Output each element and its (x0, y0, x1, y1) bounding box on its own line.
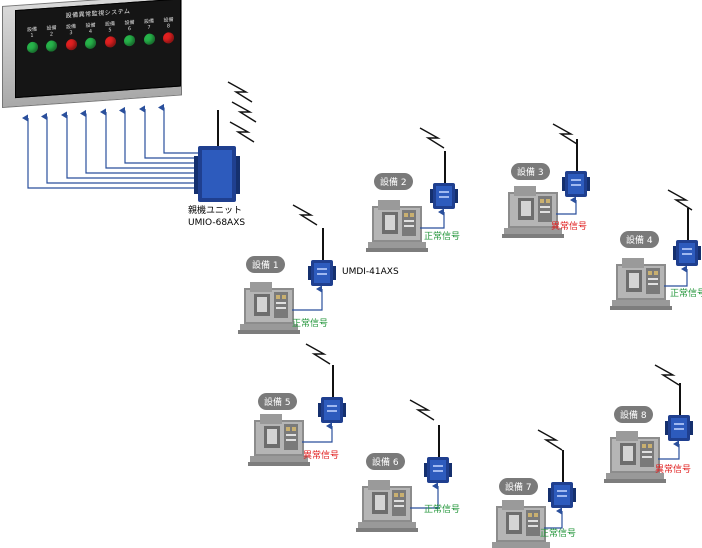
board-wire-3 (61, 111, 200, 179)
wireless-signal-icon (667, 189, 693, 211)
wireless-signal-icon (537, 429, 563, 451)
wireless-unit-icon (317, 364, 347, 424)
machine-tool-icon (248, 414, 310, 466)
board-wire-8 (158, 103, 200, 154)
machine-tool-icon (490, 500, 552, 548)
wireless-signal-icon (409, 399, 435, 421)
wireless-signal-icon (654, 364, 680, 386)
board-wire-1 (22, 114, 200, 189)
wireless-unit-icon (429, 150, 459, 210)
signal-status-label: 正常信号 (670, 289, 702, 299)
wireless-unit-icon (672, 207, 702, 267)
wireless-signal-icon (227, 81, 253, 103)
equipment-label: 設備 4 (620, 231, 659, 248)
parent-unit-name: 親機ユニット (188, 206, 243, 216)
equipment-label: 設備 7 (499, 478, 538, 495)
wireless-signal-icon (231, 101, 257, 123)
wireless-unit-icon (423, 424, 453, 484)
signal-wire (302, 422, 333, 443)
signal-status-label: 正常信号 (292, 319, 329, 329)
board-wire-5 (100, 108, 200, 169)
signal-wire (658, 440, 680, 460)
equipment-label: 設備 5 (258, 393, 297, 410)
equipment-label: 設備 8 (614, 406, 653, 423)
wireless-signal-icon (292, 204, 318, 226)
board-wire-2 (41, 112, 200, 184)
wireless-signal-icon (552, 123, 578, 145)
signal-status-label: 異常信号 (303, 451, 340, 461)
board-wire-4 (80, 109, 200, 174)
signal-wire (292, 285, 323, 311)
wireless-signal-icon (419, 127, 445, 149)
signal-status-label: 正常信号 (540, 529, 577, 539)
machine-tool-icon (604, 431, 666, 483)
parent-unit-device (194, 110, 240, 202)
parent-unit-model: UMIO-68AXS (188, 218, 246, 228)
signal-status-label: 正常信号 (424, 505, 461, 515)
machine-tool-icon (238, 282, 300, 334)
equipment-7 (490, 429, 577, 548)
signal-wire (420, 208, 445, 229)
wireless-unit-icon (664, 382, 694, 442)
signal-wire (664, 265, 688, 287)
wireless-signal-icon (305, 343, 331, 365)
equipment-2 (366, 127, 459, 252)
wireless-signal-icon (229, 121, 255, 143)
board-wire-7 (139, 105, 200, 159)
signal-wire (410, 482, 439, 509)
equipment-4 (610, 189, 702, 310)
signal-wire (544, 507, 563, 529)
equipment-3 (502, 123, 591, 238)
wireless-unit-icon (561, 138, 591, 198)
equipment-8 (604, 364, 694, 483)
signal-status-label: 異常信号 (551, 222, 588, 232)
parent-unit-caption: 親機ユニット UMIO-68AXS (188, 205, 245, 229)
equipment-label: 設備 6 (366, 453, 405, 470)
equipment-1 (238, 204, 337, 334)
machine-tool-icon (610, 258, 672, 310)
equipment-label: 設備 2 (374, 173, 413, 190)
equipment-6 (356, 399, 453, 532)
board-wire-6 (119, 106, 200, 164)
wireless-unit-icon (547, 449, 577, 509)
machine-tool-icon (356, 480, 418, 532)
signal-status-label: 異常信号 (655, 465, 692, 475)
equipment-5 (248, 343, 347, 466)
signal-wire (556, 196, 577, 215)
board-wiring (22, 103, 200, 189)
wireless-unit-icon (307, 227, 337, 287)
machine-tool-icon (366, 200, 428, 252)
equipment-label: 設備 1 (246, 256, 285, 273)
equipment-label: 設備 3 (511, 163, 550, 180)
signal-status-label: 正常信号 (424, 232, 461, 242)
child-unit-model: UMDI-41AXS (342, 267, 399, 277)
